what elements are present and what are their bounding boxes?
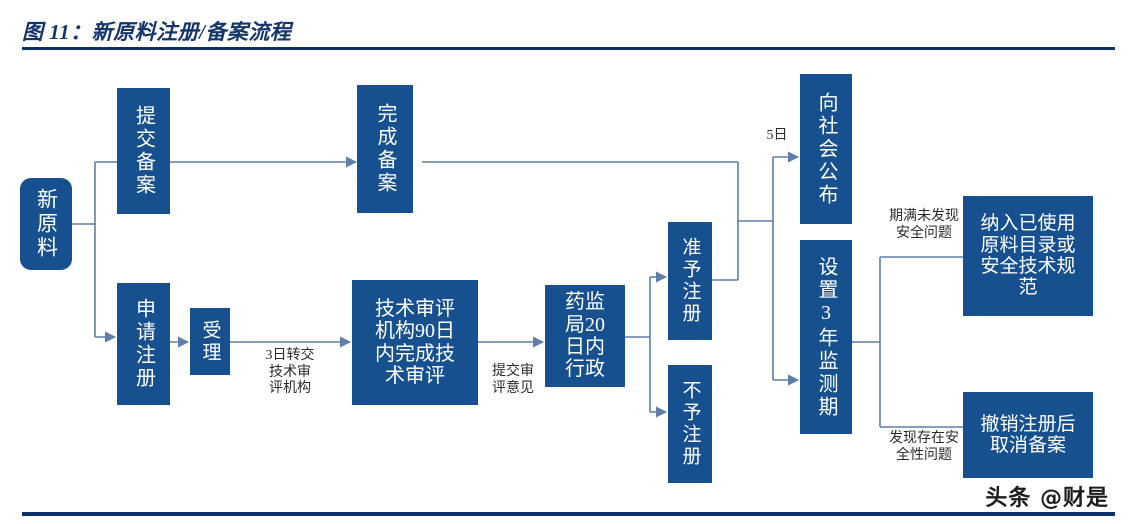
node-include-catalog[interactable]: 纳入已使用 原料目录或 安全技术规 范 bbox=[963, 196, 1093, 316]
node-monitor[interactable]: 设置3年监测期 bbox=[800, 240, 852, 434]
node-reject[interactable]: 不予注册 bbox=[668, 365, 712, 483]
node-publish[interactable]: 向社会公布 bbox=[800, 74, 852, 224]
node-complete-record[interactable]: 完成备案 bbox=[357, 85, 413, 213]
bottom-divider bbox=[22, 512, 1115, 516]
node-start[interactable]: 新原料 bbox=[20, 178, 72, 270]
node-nmpa[interactable]: 药监 局20 日内 行政 bbox=[545, 285, 625, 387]
edge-label-submit-opinion: 提交审 评意见 bbox=[492, 364, 534, 396]
node-tech-review[interactable]: 技术审评 机构90日 内完成技 术审评 bbox=[352, 280, 478, 405]
edge-label-no-issue: 期满未发现 安全问题 bbox=[889, 209, 959, 241]
title-divider bbox=[22, 47, 1115, 50]
node-submit-record[interactable]: 提交备案 bbox=[117, 88, 170, 214]
flowchart-canvas: 新原料 提交备案 完成备案 申请注册 受理 技术审评 机构90日 内完成技 术审… bbox=[0, 52, 1137, 504]
edge-label-issue-found: 发现存在安 全性问题 bbox=[889, 431, 959, 463]
node-revoke[interactable]: 撤销注册后 取消备案 bbox=[963, 392, 1093, 478]
node-accept[interactable]: 受理 bbox=[190, 308, 230, 375]
node-approve[interactable]: 准予注册 bbox=[668, 222, 712, 340]
edge-label-transfer-3days: 3日转交 技术审 评机构 bbox=[265, 348, 315, 397]
edge-label-five-days: 5日 bbox=[766, 128, 788, 143]
watermark: 头条 @财是 bbox=[985, 486, 1109, 511]
page-title: 图 11：新原料注册/备案流程 bbox=[22, 20, 292, 44]
node-apply-register[interactable]: 申请注册 bbox=[117, 283, 170, 405]
flowchart-connectors bbox=[72, 151, 963, 428]
